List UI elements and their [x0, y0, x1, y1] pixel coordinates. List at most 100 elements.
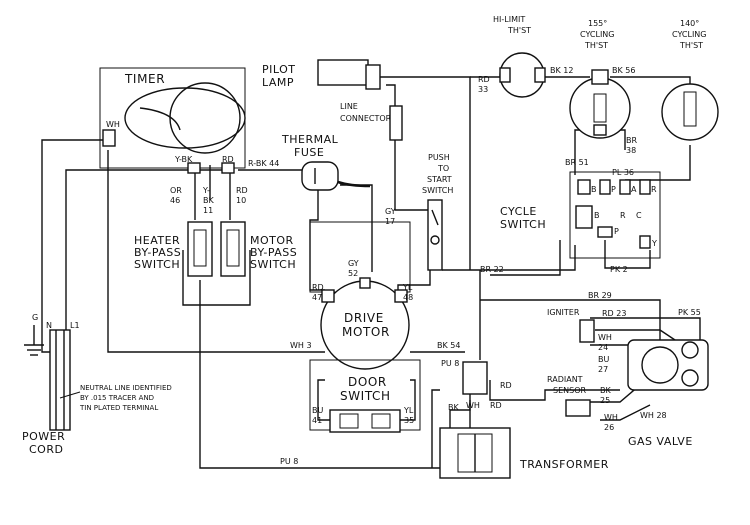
- thermal-fuse-label-2: FUSE: [294, 146, 324, 159]
- terminal-g: G: [32, 313, 38, 322]
- thermal-fuse: THERMAL FUSE: [281, 133, 371, 191]
- t140-label-3: TH'ST: [679, 41, 703, 50]
- label-rd-47a: RD: [312, 283, 324, 292]
- line-connector-label-2: CONNECTOR: [340, 114, 392, 123]
- igniter: IGNITER: [547, 308, 595, 343]
- heater-bypass-body: [187, 221, 213, 277]
- t155-disc: [593, 93, 607, 123]
- wire-gy-17: [394, 140, 430, 211]
- wire-rd-23: [590, 317, 701, 345]
- label-gy-52a: GY: [348, 259, 359, 268]
- door-switch-label-2: SWITCH: [340, 389, 391, 403]
- label-wh-24a: WH: [598, 333, 612, 342]
- wire-bu-41: [317, 379, 330, 421]
- terminal-l1: L1: [70, 321, 80, 330]
- transformer: TRANSFORMER: [439, 361, 609, 479]
- label-bk: BK: [203, 196, 214, 205]
- hi-limit-label-1: HI-LIMIT: [493, 15, 525, 24]
- heater-bypass-label-2: BY-PASS: [134, 246, 181, 259]
- radiant-sensor-body: [565, 399, 591, 417]
- label-wh-3: WH 3: [290, 341, 312, 350]
- cord-note-leader: [59, 391, 81, 399]
- wire-br-29: [480, 299, 661, 345]
- cs-term-b1: [577, 179, 591, 195]
- timer-terminal-y-bk: [187, 162, 201, 174]
- push-to-start-button: [430, 235, 440, 245]
- label-bu-27b: 27: [598, 365, 608, 374]
- timer-terminal-rd: [221, 162, 235, 174]
- t155-label-3: TH'ST: [584, 41, 608, 50]
- hi-limit-thermostat: HI-LIMIT TH'ST: [493, 15, 546, 98]
- label-rd-33a: RD: [478, 75, 490, 84]
- cs-label-p2: P: [614, 227, 619, 236]
- power-cord-label-1: POWER: [22, 430, 65, 443]
- gas-valve: GAS VALVE: [627, 339, 709, 448]
- cs-label-r1: R: [651, 185, 657, 194]
- label-bu-41b: 41: [312, 416, 322, 425]
- cord-note-1: NEUTRAL LINE IDENTIFIED: [80, 384, 172, 392]
- t140-body: [661, 83, 719, 141]
- label-pl-36: PL 36: [612, 168, 634, 177]
- power-cord-label-2: CORD: [29, 443, 63, 456]
- wire-rd-tr: [489, 380, 620, 401]
- timer-terminal-wh: [102, 129, 116, 147]
- t140-disc: [683, 91, 697, 127]
- timer: TIMER WH Y-BK RD R-BK 44: [99, 67, 279, 174]
- wire-l1: [65, 169, 230, 337]
- label-y-bk: Y-BK: [174, 155, 193, 164]
- pilot-lamp-label-2: LAMP: [262, 76, 294, 89]
- push-to-start-switch: PUSH TO START SWITCH: [422, 153, 453, 271]
- label-or: OR: [170, 186, 182, 195]
- pilot-lamp: PILOT LAMP: [262, 59, 381, 90]
- label-bu-41a: BU: [312, 406, 323, 415]
- radiant-sensor-label-1: RADIANT: [547, 375, 583, 384]
- wire-br-51: [574, 129, 590, 175]
- cs-label-a: A: [631, 185, 637, 194]
- label-br-29: BR 29: [588, 291, 612, 300]
- cycle-switch-frame: [569, 171, 661, 259]
- thermal-fuse-label-1: THERMAL: [281, 133, 339, 146]
- cord-note-2: BY .015 TRACER AND: [80, 394, 154, 402]
- timer-motor-icon: [169, 82, 241, 154]
- line-connector-label-1: LINE: [340, 102, 358, 111]
- heater-bypass-label-1: HEATER: [134, 234, 180, 247]
- line-connector: LINE CONNECTOR: [340, 102, 403, 141]
- cycle-switch: CYCLE SWITCH B P A R B R C P Y: [500, 171, 661, 259]
- heater-bypass-label-3: SWITCH: [134, 258, 180, 271]
- wire-br-22: [442, 245, 576, 271]
- cs-label-b1: B: [591, 185, 597, 194]
- label-r-bk-44: R-BK 44: [248, 159, 279, 168]
- power-cord-body: [49, 329, 71, 431]
- label-br-51: BR 51: [565, 158, 589, 167]
- door-switch-label-1: DOOR: [348, 375, 387, 389]
- label-bu-27a: BU: [598, 355, 609, 364]
- cs-label-c: C: [636, 211, 642, 220]
- drive-motor-label-2: MOTOR: [342, 325, 390, 339]
- terminal-n: N: [46, 321, 52, 330]
- label-yl-35a: YL: [403, 406, 414, 415]
- motor-bypass-contact: [226, 229, 240, 267]
- drive-motor-term-2: [394, 289, 408, 303]
- label-rd-23: RD 23: [602, 309, 626, 318]
- cs-term-b2: [575, 205, 593, 229]
- label-bk-56: BK 56: [612, 66, 635, 75]
- wire-yl-35: [395, 379, 416, 421]
- push-to-start-label-3: START: [427, 175, 452, 184]
- pilot-lamp-body: [317, 59, 369, 86]
- drive-motor-term-1: [321, 289, 335, 303]
- cycling-thermostat-140: 140° CYCLING TH'ST: [661, 19, 719, 141]
- label-rd-timer: RD: [222, 155, 234, 164]
- wire-line-conn: [386, 84, 396, 110]
- gas-valve-term-1: [681, 341, 699, 359]
- label-gy: GY: [385, 207, 396, 216]
- label-wh-tr: WH: [466, 401, 480, 410]
- door-switch-body: [329, 409, 401, 433]
- label-pk-55: PK 55: [678, 308, 701, 317]
- label-rd-tr: RD: [490, 401, 502, 410]
- label-rd: RD: [236, 186, 248, 195]
- transformer-label: TRANSFORMER: [519, 458, 609, 471]
- label-pu-8-bottom: PU 8: [280, 457, 298, 466]
- thermal-fuse-body: [301, 161, 339, 191]
- cs-term-y: [639, 235, 651, 249]
